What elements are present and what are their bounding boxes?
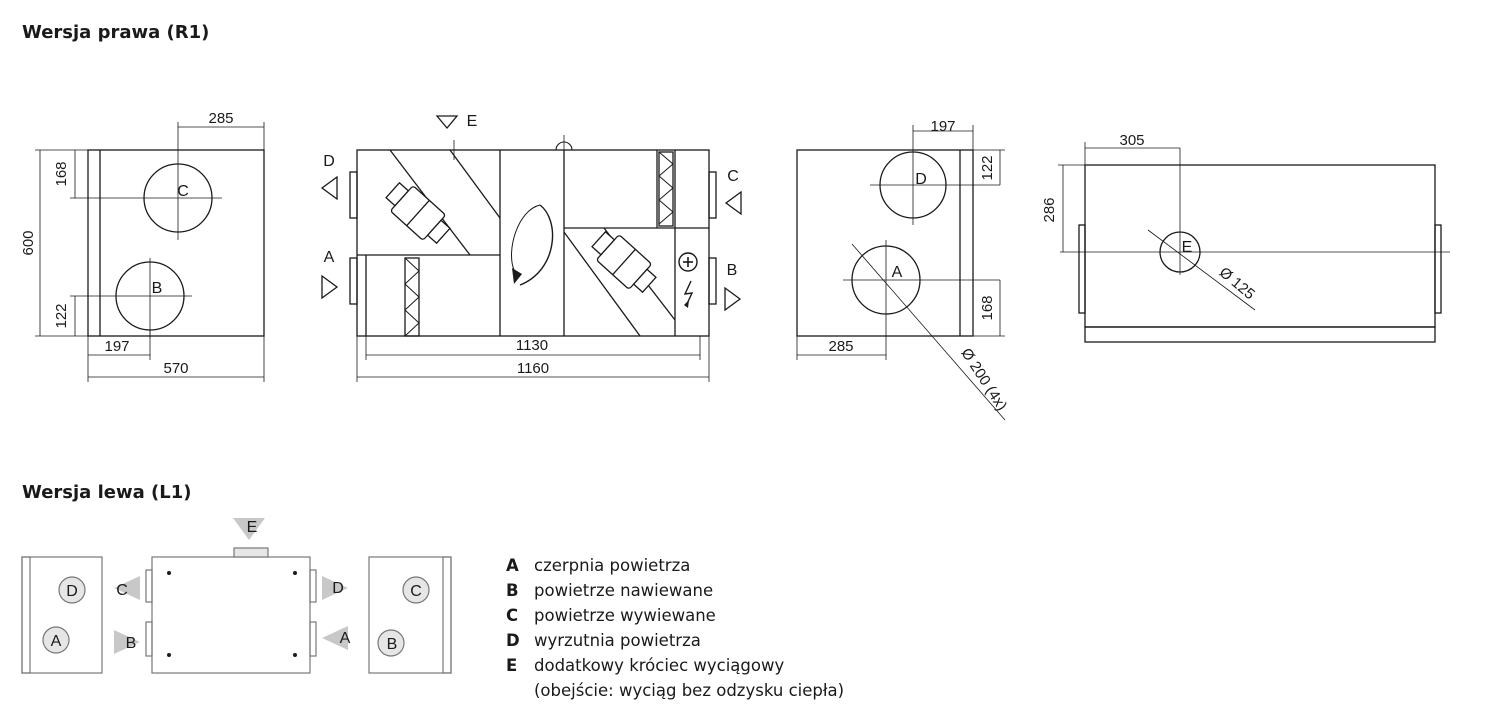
dim-168-left: 168 (53, 161, 70, 186)
dim-197-top: 197 (930, 118, 955, 135)
legend-key: C (506, 606, 519, 625)
label-c-l1-front: C (116, 582, 128, 599)
dim-570: 570 (163, 360, 188, 377)
label-a-l1-left: A (51, 633, 62, 650)
legend-text: dodatkowy króciec wyciągowy (534, 656, 785, 675)
view-front-section (320, 115, 742, 382)
dim-diameter-200: Ø 200 (4x) (957, 345, 1010, 414)
label-d-l1-front: D (332, 580, 344, 597)
label-e-top: E (1182, 239, 1193, 256)
view-l1-right (368, 556, 452, 674)
label-c-l1-right: C (410, 583, 422, 600)
top-body (1084, 164, 1436, 328)
dim-122-left: 122 (53, 303, 70, 328)
label-d-l1-left: D (66, 583, 78, 600)
side-left-body (87, 149, 265, 337)
heading-right-version: Wersja prawa (R1) (22, 22, 210, 43)
legend-text: wyrzutnia powietrza (534, 631, 701, 650)
label-b-side-left: B (152, 280, 163, 297)
label-b-front: B (727, 262, 738, 279)
dim-305: 305 (1119, 132, 1144, 149)
heading-left-version: Wersja lewa (L1) (22, 482, 192, 503)
view-l1-left (21, 556, 103, 674)
legend-text: powietrze wywiewane (534, 606, 716, 625)
label-a-front: A (324, 249, 335, 266)
label-a-l1-front: A (340, 630, 351, 647)
legend-note: (obejście: wyciąg bez odzysku ciepła) (534, 681, 845, 700)
legend-key: E (506, 656, 518, 675)
legend-key: B (506, 581, 519, 600)
legend-text: czerpnia powietrza (534, 556, 691, 575)
label-b-l1-right: B (387, 636, 398, 653)
view-side-right (796, 125, 1006, 421)
label-d-front: D (323, 153, 335, 170)
label-c-side-left: C (177, 183, 189, 200)
view-l1-front (114, 518, 348, 674)
dim-1160: 1160 (517, 360, 549, 377)
view-side-left (35, 122, 265, 382)
label-a-side-right: A (892, 264, 903, 281)
dim-286: 286 (1041, 197, 1058, 222)
dim-285-bottom: 285 (828, 338, 853, 355)
legend-key: A (506, 556, 519, 575)
dim-diameter-125: Ø 125 (1216, 264, 1258, 303)
legend-key: D (506, 631, 520, 650)
dim-168-right: 168 (979, 295, 996, 320)
legend-text: powietrze nawiewane (534, 581, 714, 600)
dim-197-bottom: 197 (104, 338, 129, 355)
dim-1130: 1130 (516, 337, 548, 354)
label-d-side-right: D (915, 171, 927, 188)
front-body (356, 149, 710, 337)
dim-600: 600 (20, 230, 37, 255)
dim-122-right: 122 (979, 155, 996, 180)
label-e-l1: E (247, 519, 258, 536)
label-c-front: C (727, 168, 739, 185)
view-top (1058, 142, 1450, 343)
side-right-body (796, 149, 974, 337)
label-e-front: E (467, 113, 478, 130)
label-b-l1-front: B (126, 635, 137, 652)
dim-285-top: 285 (208, 110, 233, 127)
